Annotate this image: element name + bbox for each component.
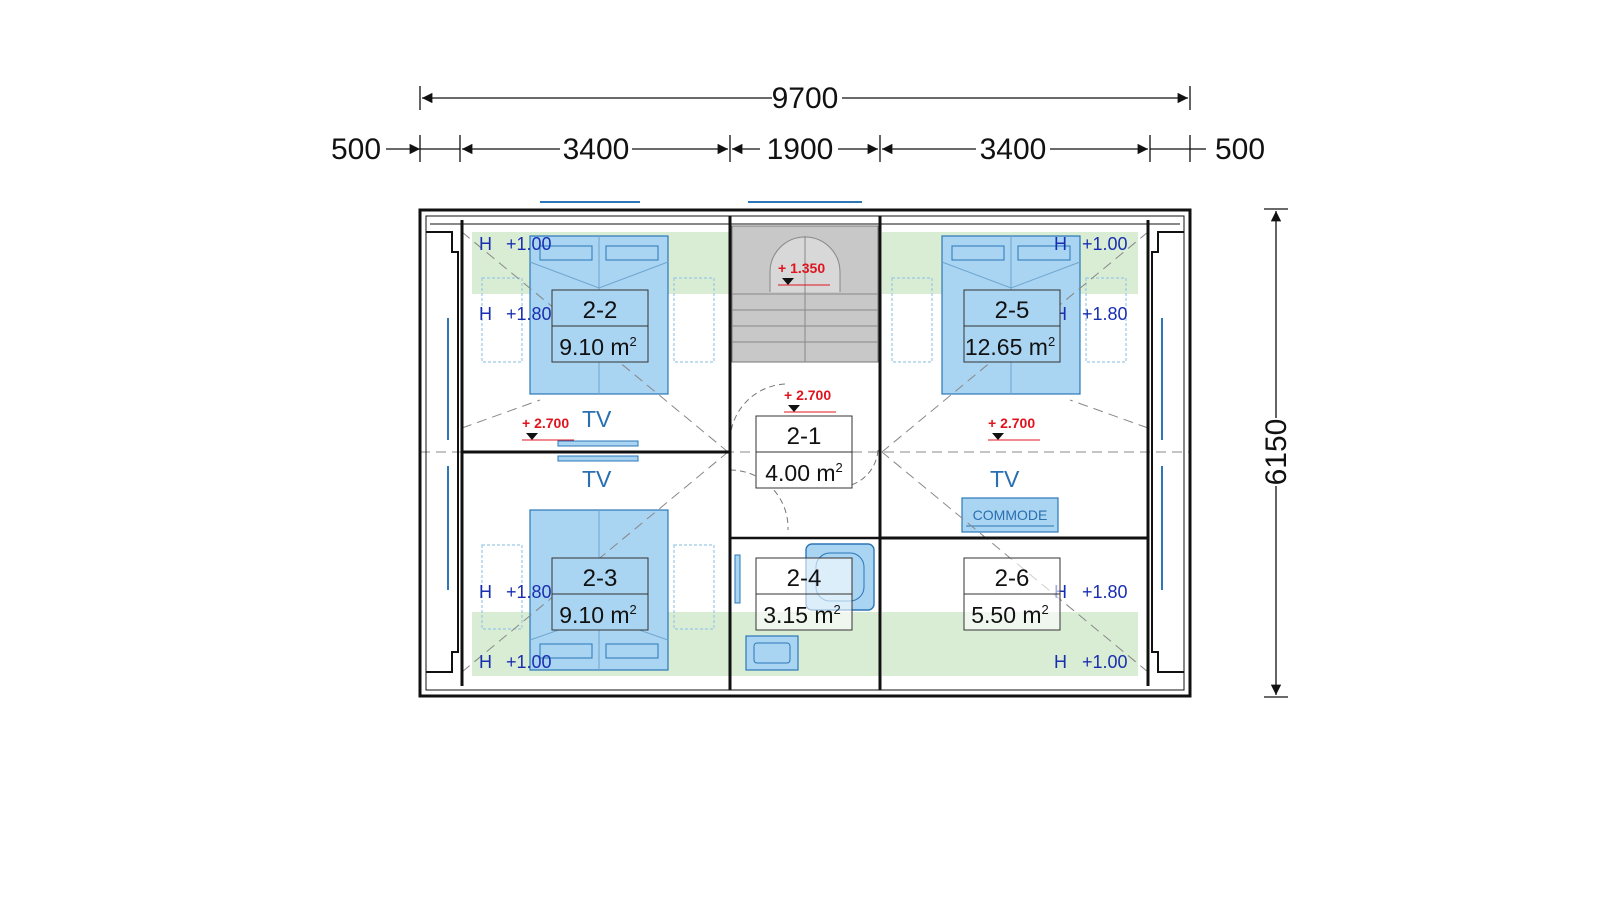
- height-letter: H: [479, 582, 492, 602]
- level-hall: + 2.700: [784, 387, 831, 403]
- height-value: +1.80: [506, 582, 552, 602]
- room-tag-2-3: 2-3 9.10 m2: [551, 557, 649, 631]
- rug-icon: [891, 277, 933, 363]
- level-room-2-5: + 2.700: [988, 415, 1035, 431]
- dim-total-width: 9700: [772, 82, 839, 115]
- rug-icon: [673, 277, 715, 363]
- rugs: [481, 277, 1127, 630]
- dim-seg-2: 3400: [563, 133, 630, 166]
- height-value: +1.00: [506, 234, 552, 254]
- height-value: +1.80: [1082, 304, 1128, 324]
- height-letter: H: [479, 234, 492, 254]
- room-area: 3.15 m2: [763, 602, 841, 628]
- level-marker-icon: [784, 405, 836, 413]
- room-tags: 2-1 4.00 m2 2-2 9.10 m2 2-3 9.10 m2 2-4 …: [551, 289, 1061, 631]
- dim-seg-5: 500: [1215, 133, 1265, 166]
- tv-label-2-2: TV: [582, 406, 612, 432]
- room-id: 2-4: [787, 565, 822, 592]
- room-area: 5.50 m2: [971, 602, 1049, 628]
- height-letter: H: [479, 652, 492, 672]
- room-id: 2-6: [995, 565, 1030, 592]
- room-id: 2-3: [583, 565, 618, 592]
- height-letter: H: [1054, 652, 1067, 672]
- commode-label: COMMODE: [973, 507, 1048, 523]
- room-tag-2-5: 2-5 12.65 m2: [963, 289, 1061, 363]
- height-letter: H: [1054, 234, 1067, 254]
- tv-label-2-3: TV: [582, 466, 612, 492]
- height-value: +1.00: [1082, 652, 1128, 672]
- height-value: +1.80: [506, 304, 552, 324]
- dimension-labels: 9700 500 3400 1900 3400 500 6150: [331, 82, 1293, 485]
- height-value: +1.80: [1082, 582, 1128, 602]
- commode-icon: [961, 497, 1059, 533]
- level-marker-icon: [778, 278, 830, 286]
- walls: [418, 208, 1192, 698]
- rug-icon: [673, 544, 715, 630]
- rug-icon: [1085, 277, 1127, 363]
- room-tag-2-1: 2-1 4.00 m2: [755, 415, 853, 489]
- staircase-icon: [731, 225, 879, 363]
- level-stair: + 1.350: [778, 260, 825, 276]
- tv-unit-icon: [557, 455, 639, 462]
- level-marker-icon: [988, 433, 1040, 441]
- rug-icon: [481, 544, 523, 630]
- towel-rail-icon: [734, 554, 741, 604]
- rug-icon: [481, 277, 523, 363]
- room-tag-2-2: 2-2 9.10 m2: [551, 289, 649, 363]
- room-id: 2-5: [995, 297, 1030, 324]
- level-marks: + 1.350 + 2.700 + 2.700 + 2.700: [522, 260, 1040, 441]
- room-area: 4.00 m2: [765, 460, 843, 486]
- room-id: 2-1: [787, 423, 822, 450]
- tv-unit-icon: [557, 440, 639, 447]
- room-area: 9.10 m2: [559, 334, 637, 360]
- level-marker-icon: [522, 433, 574, 441]
- dim-total-depth: 6150: [1260, 419, 1293, 486]
- washbasin-icon: [745, 635, 799, 671]
- dimension-lines: [386, 86, 1288, 698]
- window-icon: [447, 201, 1163, 590]
- dim-seg-1: 500: [331, 133, 381, 166]
- dim-seg-3: 1900: [767, 133, 834, 166]
- room-area: 12.65 m2: [965, 334, 1055, 360]
- level-room-2-2: + 2.700: [522, 415, 569, 431]
- room-id: 2-2: [583, 297, 618, 324]
- room-tag-2-6: 2-6 5.50 m2: [963, 557, 1061, 631]
- height-value: +1.00: [506, 652, 552, 672]
- height-letter: H: [479, 304, 492, 324]
- room-tag-2-4: 2-4 3.15 m2: [755, 557, 853, 631]
- height-value: +1.00: [1082, 234, 1128, 254]
- tv-label-2-5: TV: [990, 466, 1020, 492]
- room-area: 9.10 m2: [559, 602, 637, 628]
- dim-seg-4: 3400: [980, 133, 1047, 166]
